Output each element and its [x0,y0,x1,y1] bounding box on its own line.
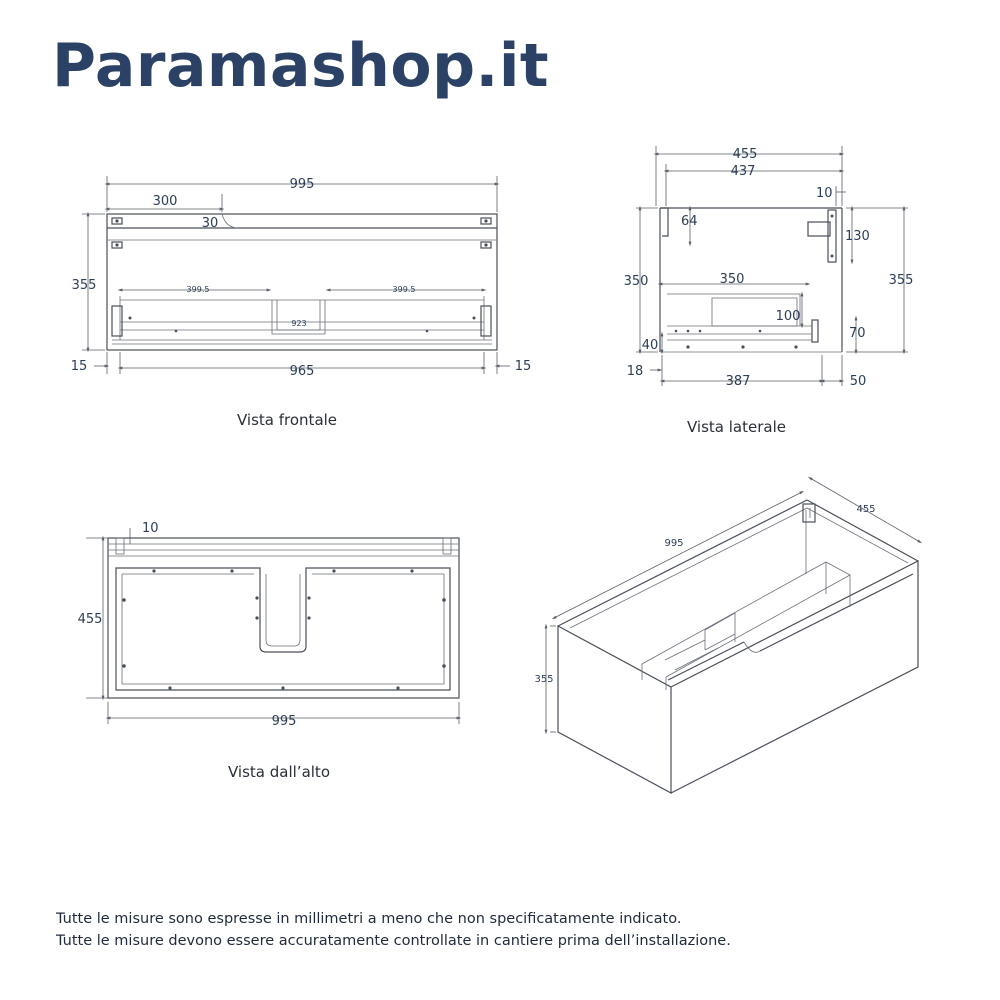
side-inner-depth: 437 [731,164,756,179]
notes: Tutte le misure sono espresse in millime… [56,908,731,952]
side-drawer-box-height: 100 [776,309,801,324]
front-offset-left: 300 [153,194,178,209]
iso-height: 355 [534,674,553,685]
top-thickness: 10 [142,521,159,536]
iso-width: 995 [664,538,683,549]
side-base-depth: 387 [726,374,751,389]
front-edge-radius: 30 [202,216,219,231]
iso-depth: 455 [856,504,875,515]
top-depth: 455 [78,612,103,627]
side-bracket-drop: 64 [681,214,698,229]
front-inner-width: 965 [290,364,315,379]
side-overall-height: 355 [889,273,914,288]
side-view-caption: Vista laterale [687,418,786,436]
front-side-left: 15 [71,359,88,374]
front-slide-left: 399.5 [187,285,210,294]
side-base-front: 50 [850,374,867,389]
side-inner-height: 350 [624,274,649,289]
side-depth: 455 [733,147,758,162]
side-base-offset: 18 [627,364,644,379]
note-line: Tutte le misure sono espresse in millime… [56,911,682,927]
side-view: 455 437 10 64 130 350 350 355 100 70 40 … [624,146,914,389]
top-width: 995 [272,714,297,729]
front-overall-width: 995 [290,177,315,192]
front-height: 355 [72,278,97,293]
front-side-right: 15 [515,359,532,374]
front-center: 923 [291,319,306,328]
note-line: Tutte le misure devono essere accuratame… [56,933,731,949]
isometric-view: 995 455 355 [534,476,923,795]
front-view: 995 300 30 355 399.5 399.5 923 15 965 15 [71,176,532,379]
side-front-height: 70 [849,326,866,341]
top-view: 10 455 995 [78,521,462,729]
side-bracket-offset: 10 [816,186,833,201]
front-slide-right: 399.5 [393,285,416,294]
side-bottom-height: 40 [642,338,659,353]
top-view-caption: Vista dall’alto [228,763,330,781]
side-bracket-height: 130 [845,229,870,244]
brand-logo: Paramashop.it [52,31,550,101]
front-view-caption: Vista frontale [237,411,338,429]
side-drawer-depth: 350 [720,272,745,287]
